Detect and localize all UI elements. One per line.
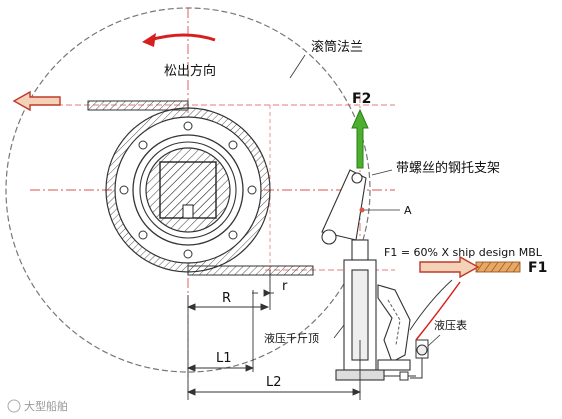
pressure-gauge-label: 液压表 (434, 318, 467, 332)
dimension-lines (186, 270, 362, 400)
dim-r-small-label: r (282, 279, 288, 294)
payout-direction-arrow (149, 33, 216, 42)
drum-flange-leader (289, 54, 306, 79)
f1-label: F1 (528, 260, 547, 276)
payout-direction-label: 松出方向 (164, 63, 216, 79)
f1-formula-label: F1 = 60% X ship design MBL (384, 246, 543, 259)
bolted-bracket (321, 169, 367, 245)
f2-label: F2 (352, 91, 371, 107)
f2-force-arrow (351, 108, 369, 169)
gauge-leader (427, 334, 441, 347)
hydraulic-hose (415, 281, 461, 341)
point-a-marker (359, 207, 365, 213)
jack-handle (377, 284, 411, 371)
bolt-holes (119, 121, 257, 259)
jack-leader (333, 324, 345, 339)
pull-arrow-left (12, 90, 61, 112)
shaft-key (182, 204, 194, 219)
watermark-logo: 大型船舶 (7, 399, 68, 413)
hydraulic-jack-label: 液压千斤顶 (264, 331, 319, 345)
bolted-bracket-label: 带螺丝的钢托支架 (396, 160, 500, 176)
dim-l2-label: L2 (266, 375, 282, 390)
hydraulic-jack (335, 239, 385, 381)
drum-flange-label: 滚筒法兰 (311, 39, 363, 55)
rope-top-strand (87, 100, 189, 111)
f1-rope (475, 261, 521, 273)
watermark-text: 大型船舶 (24, 399, 68, 413)
dim-l1-label: L1 (216, 351, 232, 366)
bracket-leader (371, 169, 393, 176)
point-a-label: A (404, 204, 412, 217)
dim-r-big-label: R (222, 291, 231, 306)
pull-arrow-right (419, 255, 480, 279)
pressure-gauge (384, 339, 429, 381)
